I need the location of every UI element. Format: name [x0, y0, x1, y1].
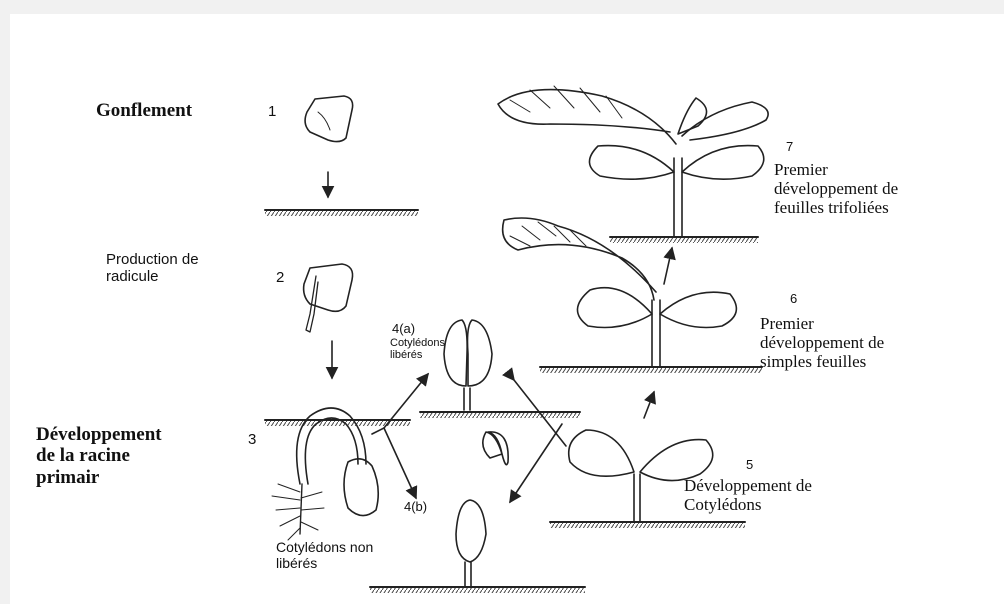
- ground-lines: [265, 210, 762, 587]
- seed-stage-1: [305, 96, 353, 142]
- seedling-stage-7: [498, 86, 768, 236]
- label-gonflement: Gonflement: [96, 100, 192, 121]
- stage-number-5: 5: [746, 458, 753, 473]
- stage-number-6: 6: [790, 292, 797, 307]
- stage-number-4a: 4(a): [392, 322, 415, 337]
- diagram-frame: Gonflement 1 Production de radicule 2 4(…: [10, 14, 1004, 604]
- arrow-5-to-6: [644, 392, 654, 418]
- label-cotyledons-liberes: Cotylédons libérés: [390, 338, 445, 361]
- arrow-6-to-7: [664, 248, 672, 284]
- label-production-radicule: Production de radicule: [106, 252, 199, 286]
- ground-hatching: [265, 211, 762, 593]
- stage-number-4b: 4(b): [404, 500, 427, 515]
- branch-arrows: [372, 374, 428, 498]
- seed-stage-2: [304, 264, 353, 332]
- seedling-stage-3: [272, 408, 378, 540]
- label-premier-feuilles-trifoliees: Premier développement de feuilles trifol…: [774, 160, 898, 217]
- seedling-4b: [456, 500, 486, 586]
- label-developpement-racine: Développement de la racine primair: [36, 424, 162, 488]
- stage-number-2: 2: [276, 270, 284, 287]
- label-premier-simples-feuilles: Premier développement de simples feuille…: [760, 314, 884, 371]
- detached-cotyledons: [483, 432, 508, 465]
- stage-number-1: 1: [268, 104, 276, 121]
- arrow-4b-to-5: [510, 424, 562, 502]
- stage-number-3: 3: [248, 432, 256, 449]
- stage-number-7: 7: [786, 140, 793, 155]
- seedling-4a: [444, 320, 492, 410]
- label-developpement-cotyledons: Développement de Cotylédons: [684, 476, 812, 514]
- label-cotyledons-non-liberes: Cotylédons non libérés: [276, 540, 373, 571]
